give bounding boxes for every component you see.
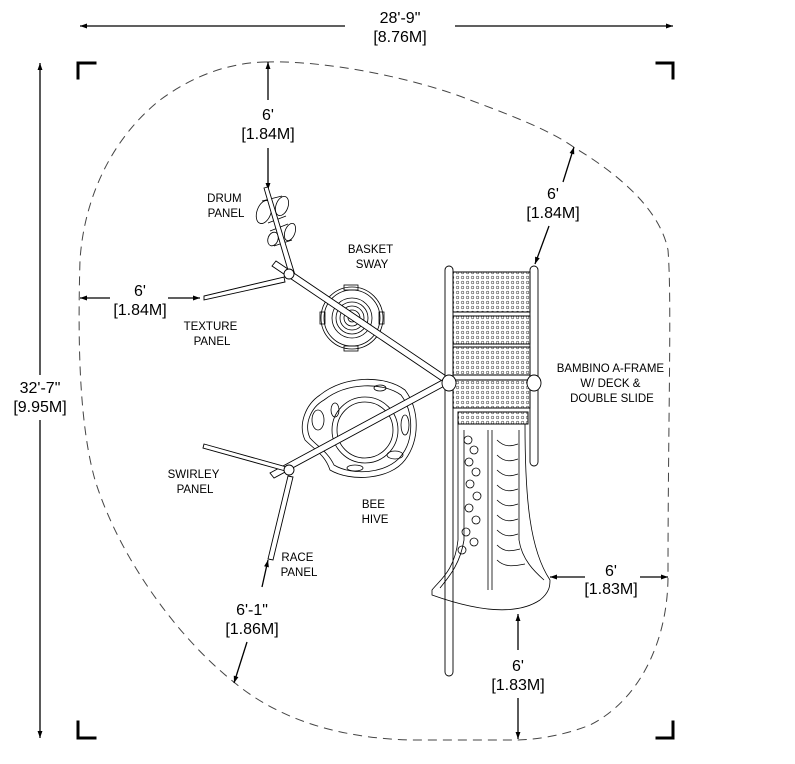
pipe-race <box>267 475 294 561</box>
clearance-bottom-left-metric: [1.86M] <box>225 621 278 638</box>
overall-width-metric: [8.76M] <box>373 29 426 46</box>
clearance-right-metric: [1.83M] <box>584 581 637 598</box>
label-race-panel: RACE PANEL <box>281 552 318 579</box>
overall-width-dimension: 28'-9" [8.76M] <box>80 10 673 46</box>
pipe-swirley <box>202 443 291 473</box>
overall-length-imperial: 32'-7" <box>20 380 61 397</box>
bee-hive-equipment <box>301 378 417 478</box>
clearance-top-right-imperial: 6' <box>547 186 559 203</box>
clearance-top: 6' [1.84M] <box>241 62 295 190</box>
clearance-left: 6' [1.84M] <box>80 283 200 319</box>
use-zone-boundary <box>78 61 671 741</box>
clearance-bottom-left: 6'-1" [1.86M] <box>225 559 279 684</box>
clearance-bottom: 6' [1.83M] <box>491 614 545 739</box>
label-swirley-panel: SWIRLEY PANEL <box>168 469 223 496</box>
component-labels: DRUM PANEL BASKET SWAY TEXTURE PANEL BAM… <box>168 193 668 579</box>
label-a-frame: BAMBINO A-FRAME W/ DECK & DOUBLE SLIDE <box>557 363 668 405</box>
clearance-bottom-imperial: 6' <box>512 658 524 675</box>
pipe-main-upper <box>271 260 453 386</box>
clearance-top-right: 6' [1.84M] <box>526 146 580 265</box>
clearance-right-imperial: 6' <box>605 563 617 580</box>
clearance-right: 6' [1.83M] <box>550 563 668 598</box>
clearance-top-right-metric: [1.84M] <box>526 205 579 222</box>
corner-bracket-bottom-left <box>76 720 97 740</box>
clearance-top-imperial: 6' <box>262 107 274 124</box>
connecting-pipes <box>202 186 453 561</box>
clearance-bottom-metric: [1.83M] <box>491 677 544 694</box>
overall-length-metric: [9.95M] <box>13 399 66 416</box>
overall-width-imperial: 28'-9" <box>380 10 421 27</box>
label-texture-panel: TEXTURE PANEL <box>184 321 241 348</box>
label-bee-hive: BEE HIVE <box>362 499 389 526</box>
clearance-left-imperial: 6' <box>134 283 146 300</box>
overall-length-dimension: 32'-7" [9.95M] <box>13 63 67 738</box>
pipe-texture <box>203 276 286 301</box>
label-basket-sway: BASKET SWAY <box>348 244 396 271</box>
climbing-holds <box>457 435 482 555</box>
corner-bracket-bottom-right <box>655 720 675 740</box>
clearance-bottom-left-imperial: 6'-1" <box>236 602 268 619</box>
slide-waves <box>496 439 526 567</box>
label-drum-panel: DRUM PANEL <box>207 193 245 220</box>
a-frame-slide-structure <box>431 265 551 677</box>
clearance-left-metric: [1.84M] <box>113 302 166 319</box>
corner-bracket-top-right <box>655 61 675 80</box>
corner-brackets <box>76 61 675 740</box>
basket-sway-equipment <box>319 284 385 352</box>
clearance-top-metric: [1.84M] <box>241 126 294 143</box>
corner-bracket-top-left <box>76 61 97 80</box>
